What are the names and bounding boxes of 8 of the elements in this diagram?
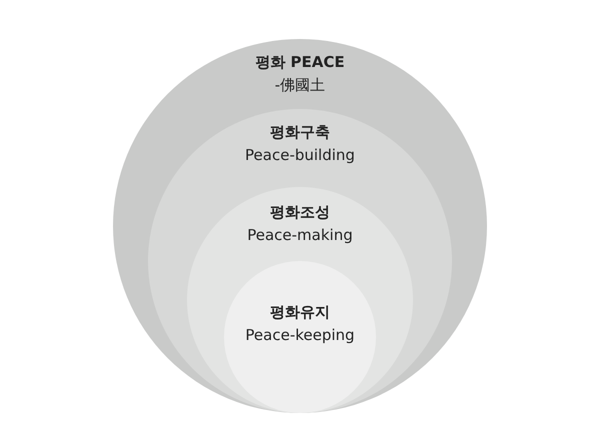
circle-heading: 평화조성: [270, 203, 330, 222]
circle-subtitle: Peace-making: [247, 226, 353, 244]
circle-subtitle: Peace-keeping: [245, 326, 355, 344]
circle-subtitle: -佛國土: [274, 76, 326, 95]
circle-heading: 평화유지: [270, 303, 330, 322]
circle-heading: 평화구축: [270, 123, 330, 142]
circle-heading: 평화 PEACE: [255, 53, 345, 72]
circle-subtitle: Peace-building: [245, 146, 355, 164]
